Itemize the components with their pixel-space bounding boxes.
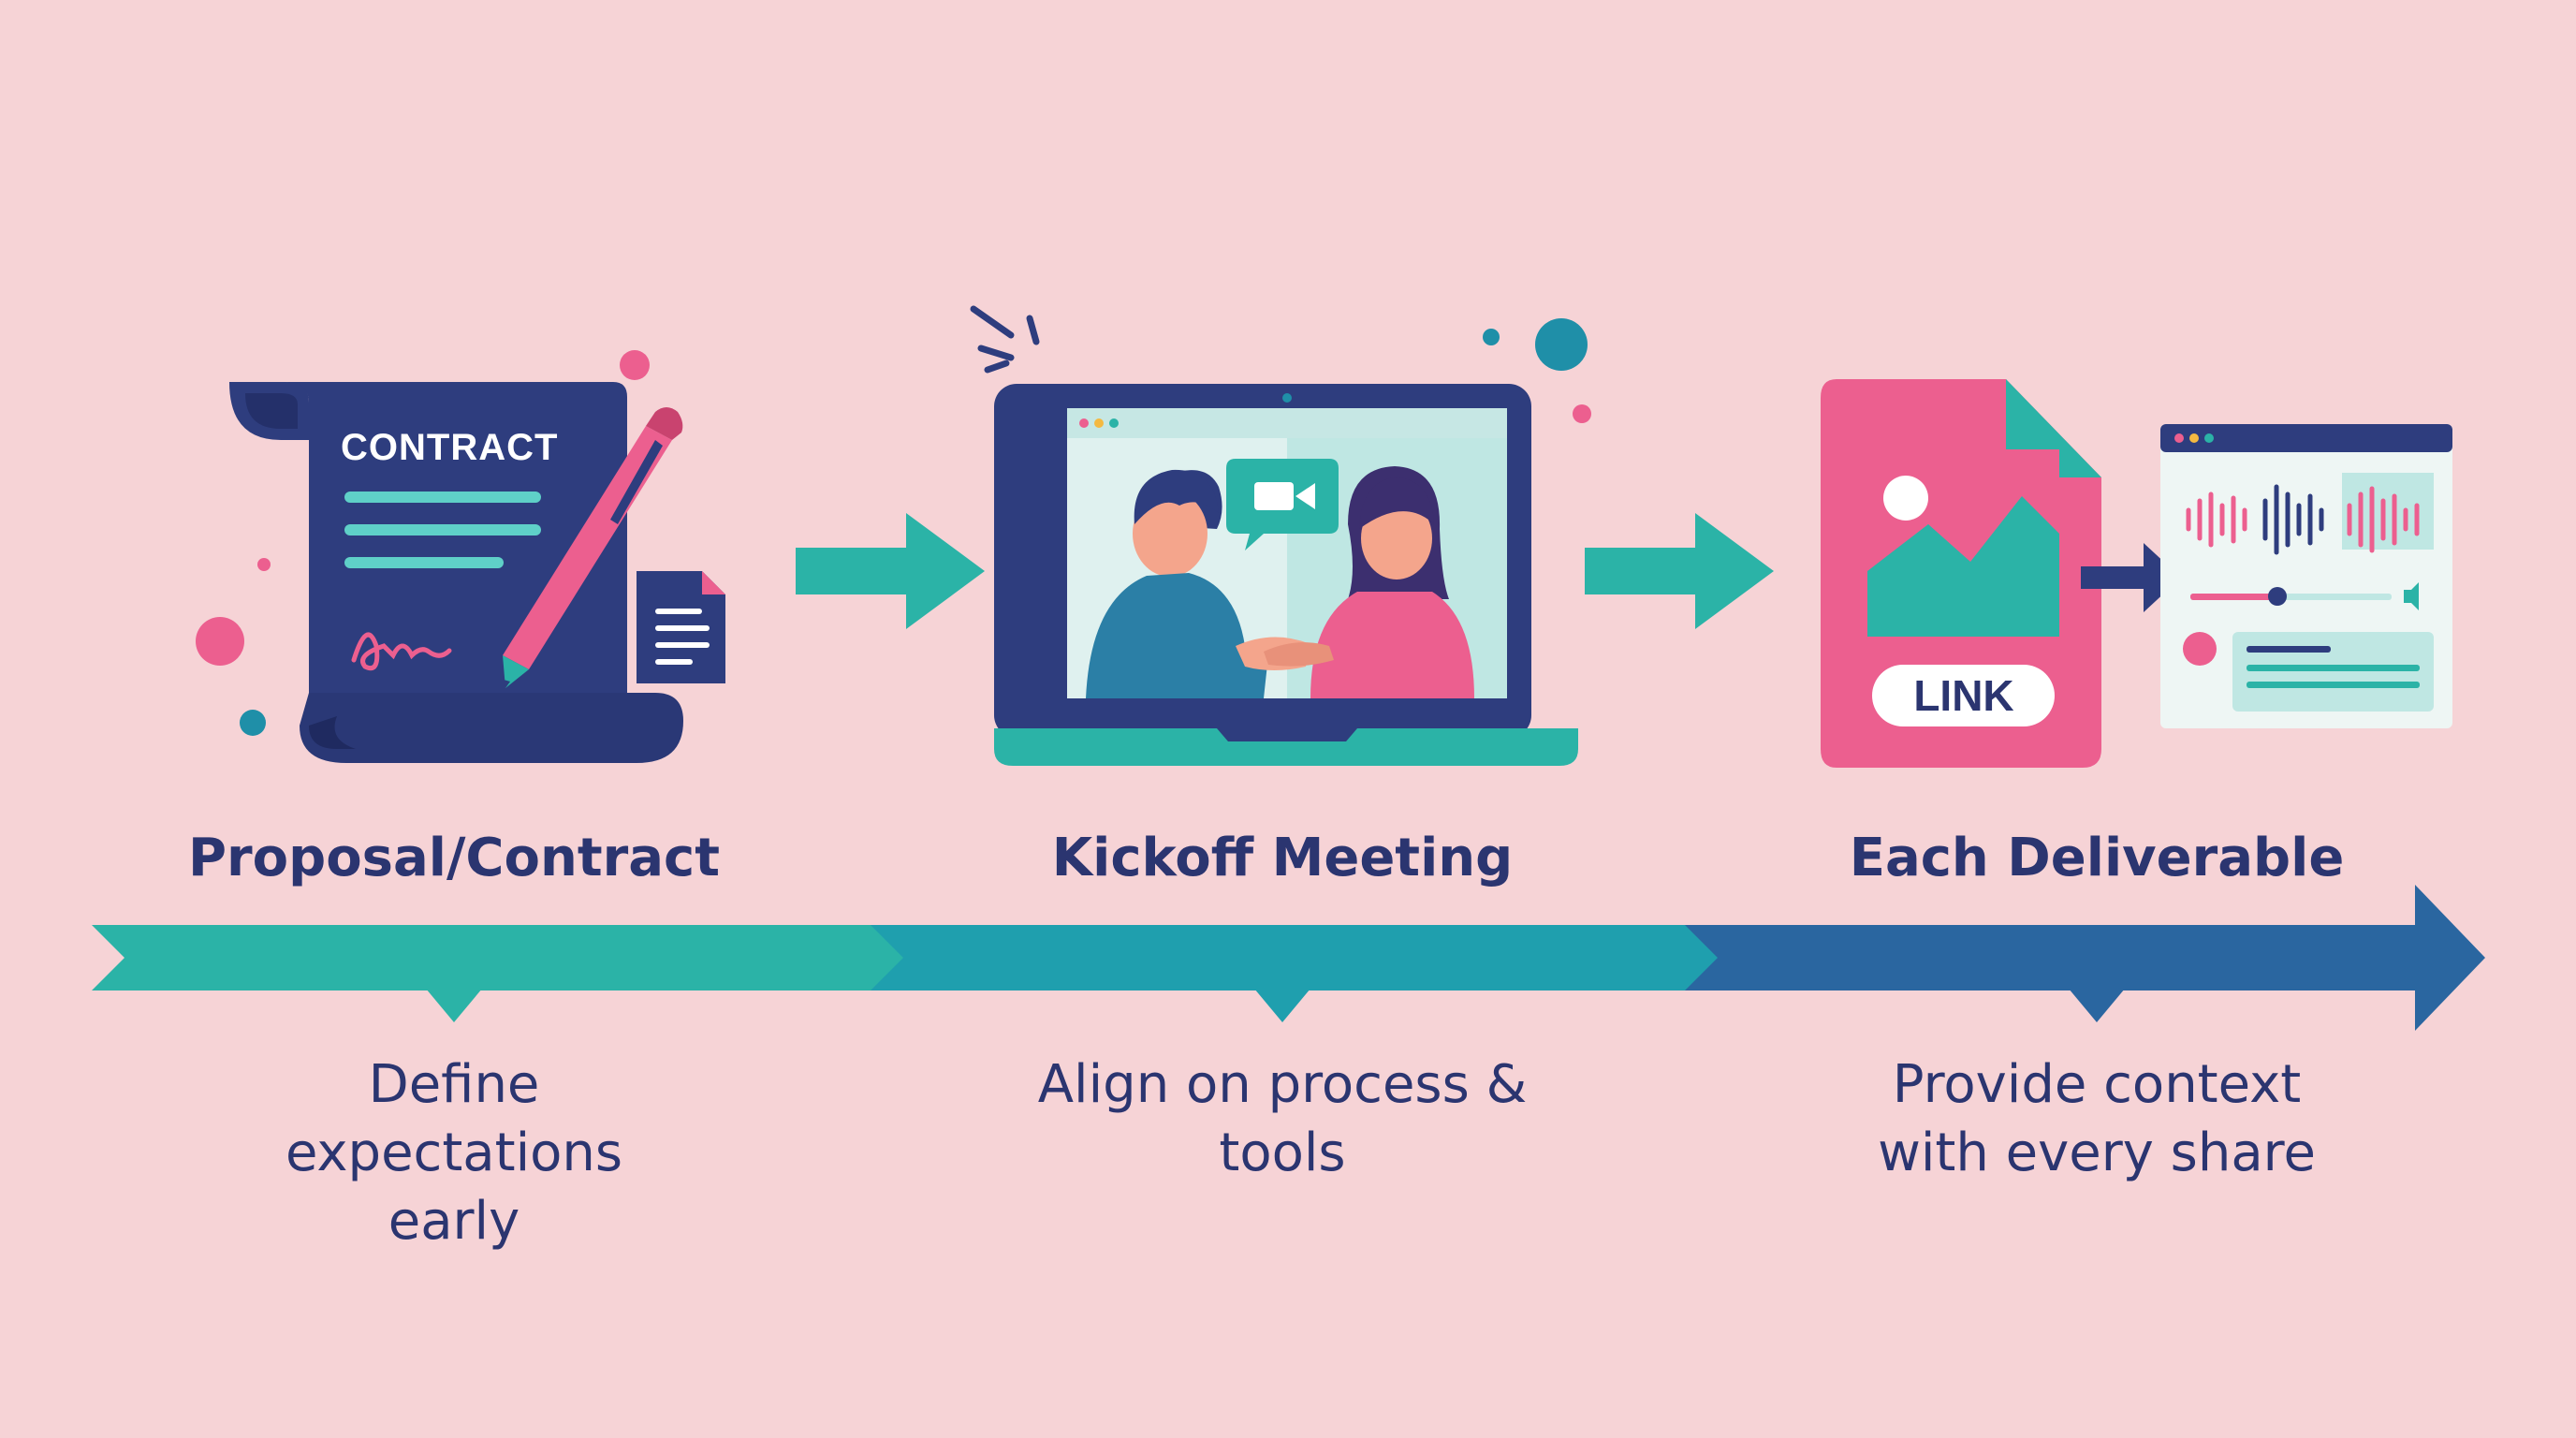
timeline-pointer-1 [426,989,482,1022]
step-description-kickoff: Align on process & tools [1037,1054,1528,1183]
timeline-segment-2 [871,925,1727,990]
timeline-pointer-3 [2069,989,2125,1022]
step-title-proposal: Proposal/Contract [187,828,721,888]
timeline-segment-3 [1685,885,2485,1031]
step-description-proposal: Define expectations early [285,1054,623,1252]
step-description-deliverable: Provide context with every share [1878,1054,2316,1183]
timeline-pointer-2 [1254,989,1310,1022]
step-title-deliverable: Each Deliverable [1849,828,2345,888]
arrow-right-icon [1585,513,1774,629]
contract-document-icon [196,350,725,763]
timeline-segment-1 [92,925,913,990]
timeline-arrow [92,885,2485,1031]
video-call-handshake-icon [970,305,1591,766]
contract-heading: CONTRACT [341,427,559,468]
arrow-right-icon [796,513,985,629]
step-title-kickoff: Kickoff Meeting [1051,828,1514,888]
deliverable-file-share-icon [1821,379,2452,768]
link-badge: LINK [1913,671,2014,720]
